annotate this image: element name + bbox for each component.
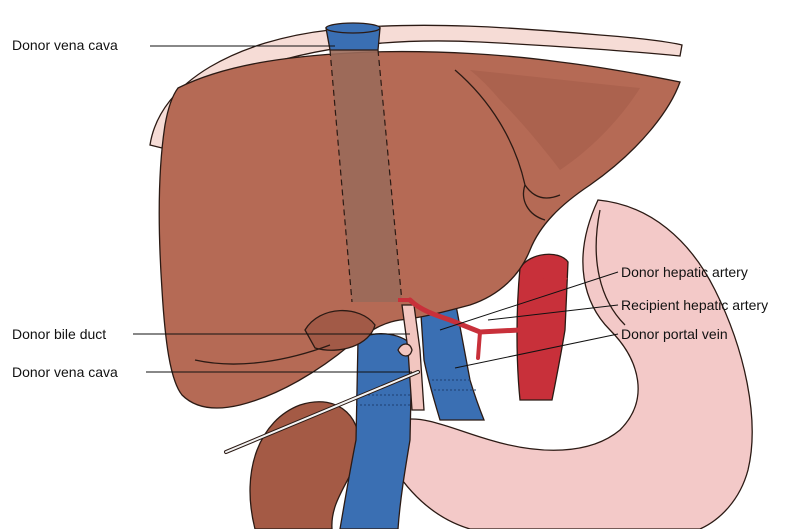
- label-donor-hepatic-artery: Donor hepatic artery: [621, 264, 748, 280]
- label-donor-portal-vein: Donor portal vein: [621, 326, 728, 342]
- label-recipient-hepatic-artery: Recipient hepatic artery: [621, 297, 768, 313]
- label-donor-vena-cava-top: Donor vena cava: [12, 37, 118, 53]
- label-donor-vena-cava-bottom: Donor vena cava: [12, 364, 118, 380]
- label-donor-bile-duct: Donor bile duct: [12, 326, 106, 342]
